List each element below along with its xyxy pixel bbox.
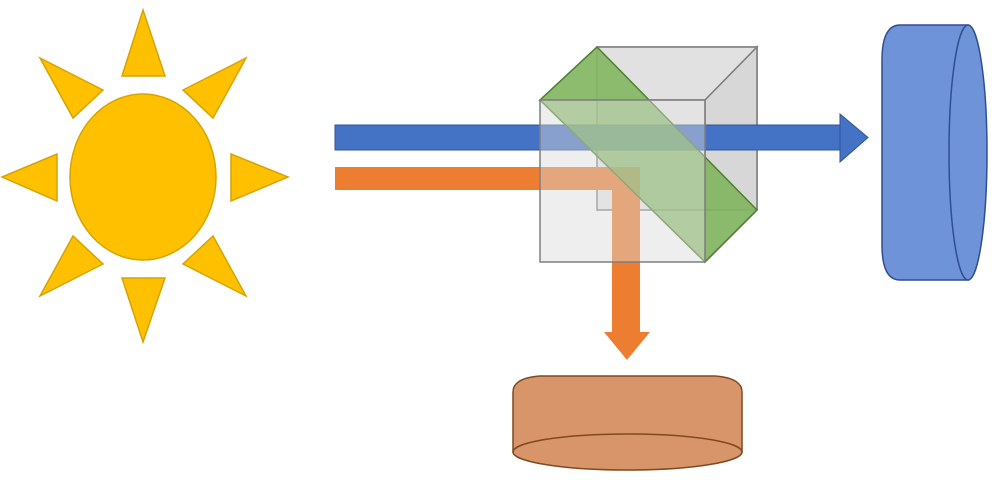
blue-detector (881, 24, 988, 281)
sun-icon (0, 7, 290, 345)
orange-beam (335, 167, 650, 360)
orange-detector (512, 375, 743, 471)
cube-front-face (539, 99, 706, 263)
